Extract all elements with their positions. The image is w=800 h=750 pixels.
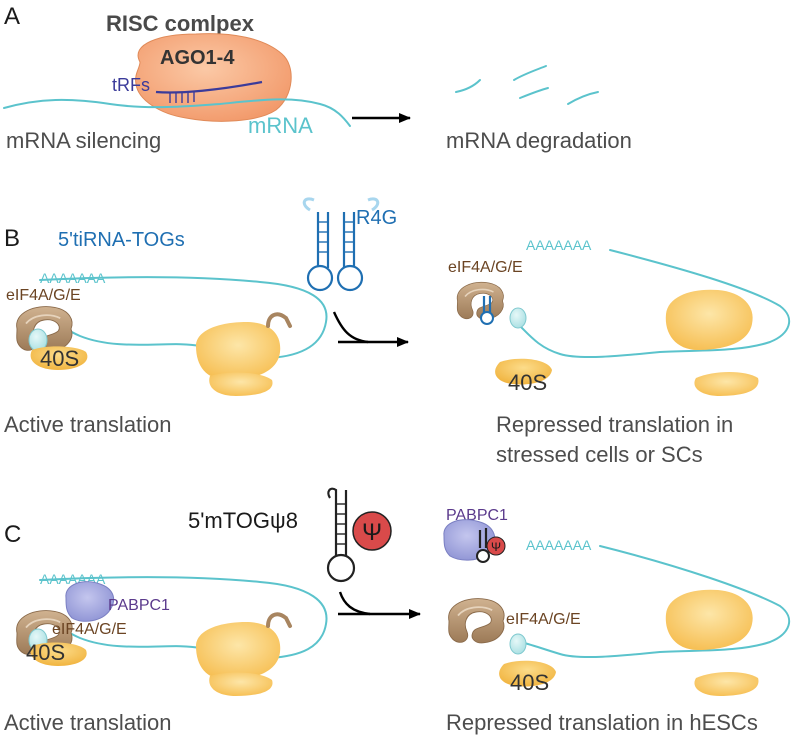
panel-b-letter: B [4, 225, 20, 252]
eif-label-c-left: eIF4A/G/E [52, 621, 127, 638]
mtog-label: 5'mTOGψ8 [188, 508, 298, 533]
polya-tail-b-right: AAAAAAA [526, 237, 592, 253]
forty-s-c-right [499, 660, 556, 687]
ribosome-large-b-left [196, 322, 281, 380]
nascent-peptide-b-left [266, 312, 292, 328]
eif-label-b-left: eIF4A/G/E [6, 287, 81, 304]
panel-b: B 5'tiRNA-TOGs R4G AAAAAAA eIF4A/G/E [4, 197, 791, 467]
forty-s-c-left [30, 642, 87, 666]
trf-strand [155, 80, 263, 94]
mrna-silencing-caption: mRNA silencing [6, 128, 161, 153]
psi-modification-badge [352, 511, 392, 551]
r4g-label: R4G [356, 207, 397, 229]
mrna-loop-c-right [519, 545, 791, 659]
forty-s-b-right [495, 358, 552, 385]
ribosome-small-b-right [694, 372, 759, 396]
pabpc1-label-c-left: PABPC1 [108, 597, 170, 614]
eif-label-c-right: eIF4A/G/E [506, 611, 581, 628]
polya-tail-c-right: AAAAAAA [526, 537, 592, 553]
panel-c-letter: C [4, 521, 21, 548]
degraded-mrna-fragments [455, 65, 599, 105]
forty-s-b-left [30, 346, 88, 370]
mrna-label: mRNA [248, 113, 313, 138]
risc-complex-title: RISC comlpex [106, 11, 255, 36]
ribosome-small-b-left [209, 372, 273, 396]
eif4-complex-c-right [447, 597, 505, 644]
tirna-loop-b [480, 311, 494, 325]
panel-a-letter: A [4, 3, 20, 30]
forty-s-label-c-right: 40S [510, 670, 549, 695]
panel-c: C 5'mTOGψ8 Ψ AAAAAAA PABPC1 eIF4A/G/E 40… [4, 487, 791, 735]
ribosome-small-c-right [694, 672, 759, 696]
repressed-translation-caption-c: Repressed translation in hESCs [446, 710, 758, 735]
nascent-peptide-c-left [266, 612, 292, 628]
mrna-strand-a [3, 98, 351, 127]
arrow-b-curve [332, 311, 369, 344]
ribosome-large-c-right [665, 589, 753, 650]
eif4-complex-b-right [456, 281, 505, 321]
psi-badge-small [486, 536, 506, 556]
repressed-translation-caption-b-line2: stressed cells or SCs [496, 442, 703, 467]
trfs-label: tRFs [112, 75, 150, 95]
active-translation-caption-b: Active translation [4, 412, 172, 437]
cap-b-right [509, 307, 527, 329]
panel-a: A RISC comlpex AGO1-4 tRFs mRNA mRNA sil… [3, 3, 632, 153]
psi-symbol-small: Ψ [491, 540, 501, 554]
r4g-structure [302, 197, 380, 292]
forty-s-label-b-right: 40S [508, 370, 547, 395]
active-translation-caption-c: Active translation [4, 710, 172, 735]
forty-s-label-c-left: 40S [26, 640, 65, 665]
mrna-loop-b-left [39, 276, 328, 360]
mrna-loop-c-left [39, 576, 328, 660]
polya-tail-b-left: AAAAAAA [40, 270, 106, 286]
eif-label-b-right: eIF4A/G/E [448, 259, 523, 276]
arrow-c-curve [338, 591, 371, 616]
ribosome-small-c-left [209, 672, 273, 696]
trf-base-pairs [169, 92, 195, 103]
ago-protein-shape [135, 33, 292, 122]
tirna-tog-label: 5'tiRNA-TOGs [58, 229, 185, 251]
ribosome-large-c-left [196, 622, 281, 680]
repressed-translation-caption-b-line1: Repressed translation in [496, 412, 733, 437]
mrna-degradation-caption: mRNA degradation [446, 128, 632, 153]
mrna-loop-b-right [519, 249, 791, 359]
mtog-structure [326, 487, 356, 583]
ribosome-large-b-right [665, 289, 753, 350]
psi-symbol-large: Ψ [362, 519, 382, 546]
mtog-bound-c [478, 528, 488, 548]
cap-c-right [509, 633, 527, 655]
tirna-bound-b [482, 296, 492, 314]
ago-label: AGO1-4 [160, 47, 235, 69]
pabpc1-c-left [65, 581, 115, 622]
mtog-loop-c [476, 549, 490, 563]
forty-s-label-b-left: 40S [40, 346, 79, 371]
